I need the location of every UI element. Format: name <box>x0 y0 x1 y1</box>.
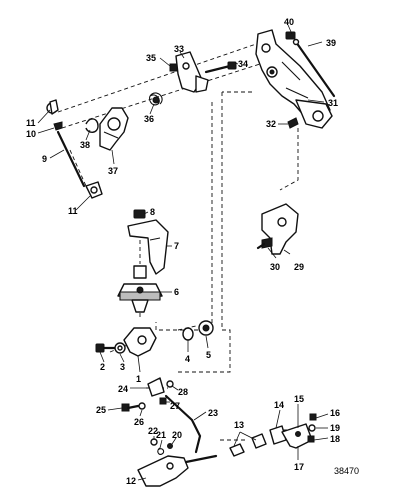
callout-26: 26 <box>134 417 144 427</box>
washer-19 <box>308 424 316 432</box>
nut-8 <box>133 209 146 219</box>
washer-28 <box>166 380 174 388</box>
callout-35: 35 <box>146 53 156 63</box>
screw-2 <box>95 343 116 353</box>
cable-rod <box>184 454 218 464</box>
callout-34: 34 <box>238 59 248 69</box>
rod-39 <box>292 38 336 98</box>
callout-3: 3 <box>120 362 125 372</box>
callout-11-upper: 11 <box>26 118 36 128</box>
cam-lever-37 <box>99 107 129 151</box>
callout-31: 31 <box>328 98 338 108</box>
callout-7: 7 <box>174 241 179 251</box>
washer-26 <box>138 402 146 410</box>
callout-22: 22 <box>148 426 158 436</box>
callout-29: 29 <box>294 262 304 272</box>
spring-36 <box>149 92 163 106</box>
callout-19: 19 <box>330 423 340 433</box>
callout-15: 15 <box>294 394 304 404</box>
screw-25 <box>121 403 140 412</box>
callout-11-lower: 11 <box>68 206 78 216</box>
callout-2: 2 <box>100 362 105 372</box>
callout-33: 33 <box>174 44 184 54</box>
callout-20: 20 <box>172 430 182 440</box>
callout-37: 37 <box>108 166 118 176</box>
callout-17: 17 <box>294 462 304 472</box>
callout-1: 1 <box>136 374 141 384</box>
callout-labels: 40 39 31 32 33 34 35 36 11 10 9 38 37 11… <box>26 17 340 486</box>
bracket-7 <box>127 219 169 275</box>
figure-number: 38470 <box>334 466 359 476</box>
screw-32 <box>287 117 299 129</box>
callout-14: 14 <box>274 400 284 410</box>
nut-16 <box>309 413 317 421</box>
callout-10: 10 <box>26 129 36 139</box>
callout-6: 6 <box>174 287 179 297</box>
callout-38: 38 <box>80 140 90 150</box>
callout-36: 36 <box>144 114 154 124</box>
washer-4 <box>182 327 194 341</box>
clip-10 <box>53 121 63 131</box>
screw-40 <box>285 31 296 40</box>
leader-lines <box>37 24 329 481</box>
callout-8: 8 <box>150 207 155 217</box>
ball-joint-11-lower <box>85 181 103 199</box>
bracket-15-17 <box>281 423 313 449</box>
callout-23: 23 <box>208 408 218 418</box>
nut-27 <box>159 397 167 405</box>
callout-13: 13 <box>234 420 244 430</box>
callout-21: 21 <box>156 430 166 440</box>
washer-3 <box>114 342 126 354</box>
spring-21 <box>157 447 165 455</box>
throttle-lever-31 <box>255 29 333 129</box>
valve-assembly-6 <box>117 265 163 313</box>
bushing-5 <box>198 320 214 336</box>
rod-23 <box>164 394 202 454</box>
callout-9: 9 <box>42 154 47 164</box>
callout-27: 27 <box>170 401 180 411</box>
link-rod-9 <box>56 130 86 188</box>
clip-20 <box>167 443 173 449</box>
callout-40: 40 <box>284 17 294 27</box>
callout-30: 30 <box>270 262 280 272</box>
screw-34 <box>204 61 237 74</box>
callout-24: 24 <box>118 384 128 394</box>
callout-28: 28 <box>178 387 188 397</box>
washer-38 <box>85 118 99 133</box>
coupler-13 <box>229 433 267 457</box>
callout-4: 4 <box>185 354 190 364</box>
callout-16: 16 <box>330 408 340 418</box>
callout-18: 18 <box>330 434 340 444</box>
link-24 <box>147 377 165 397</box>
screw-18 <box>307 435 315 443</box>
callout-25: 25 <box>96 405 106 415</box>
screw-30 <box>256 237 273 250</box>
callout-5: 5 <box>206 350 211 360</box>
callout-32: 32 <box>266 119 276 129</box>
bracket-33 <box>175 51 209 93</box>
callout-12: 12 <box>126 476 136 486</box>
cam-1 <box>123 327 157 357</box>
lever-12 <box>137 455 189 487</box>
callout-39: 39 <box>326 38 336 48</box>
nut-35 <box>169 63 178 72</box>
